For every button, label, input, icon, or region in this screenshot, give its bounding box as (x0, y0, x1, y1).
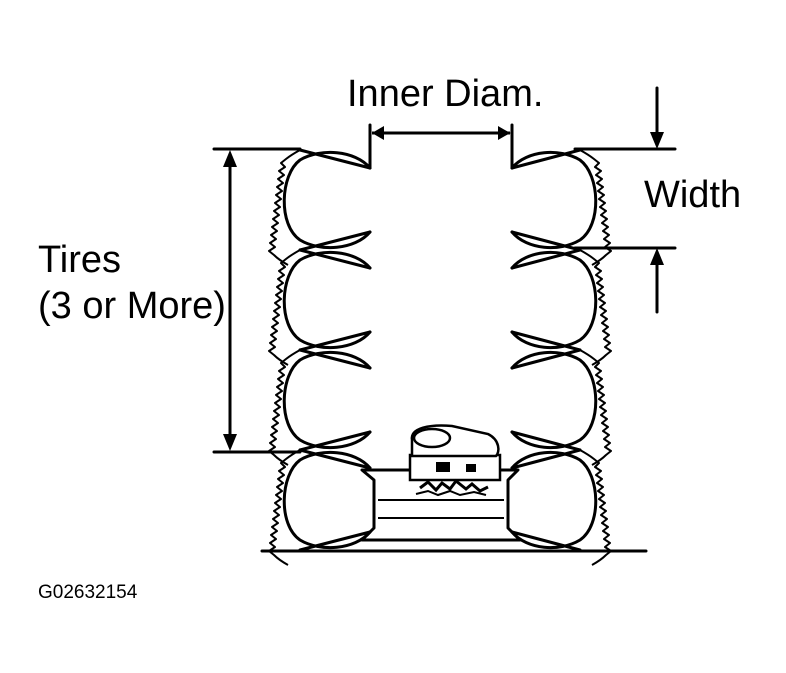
inner-diameter-label: Inner Diam. (347, 73, 543, 115)
left-tire-column (267, 148, 372, 567)
width-label: Width (644, 174, 741, 216)
tire-right-3 (510, 348, 613, 467)
figure-code: G02632154 (38, 582, 138, 603)
tire-right-2 (510, 248, 613, 367)
tire-right-4-bottom (510, 448, 613, 567)
tires-label: Tires (38, 239, 121, 281)
device-unit-icon (408, 424, 502, 497)
width-dimension (573, 86, 677, 314)
tires-count-label: (3 or More) (38, 285, 226, 327)
tire-left-2 (267, 248, 372, 367)
tire-left-1 (267, 148, 372, 267)
right-tire-column (510, 148, 613, 567)
tires-height-dimension (212, 147, 302, 454)
inner-diameter-arrow (372, 126, 511, 140)
tire-left-4-bottom (267, 448, 372, 567)
wheel-rim (360, 468, 522, 542)
tire-left-3 (267, 348, 372, 467)
